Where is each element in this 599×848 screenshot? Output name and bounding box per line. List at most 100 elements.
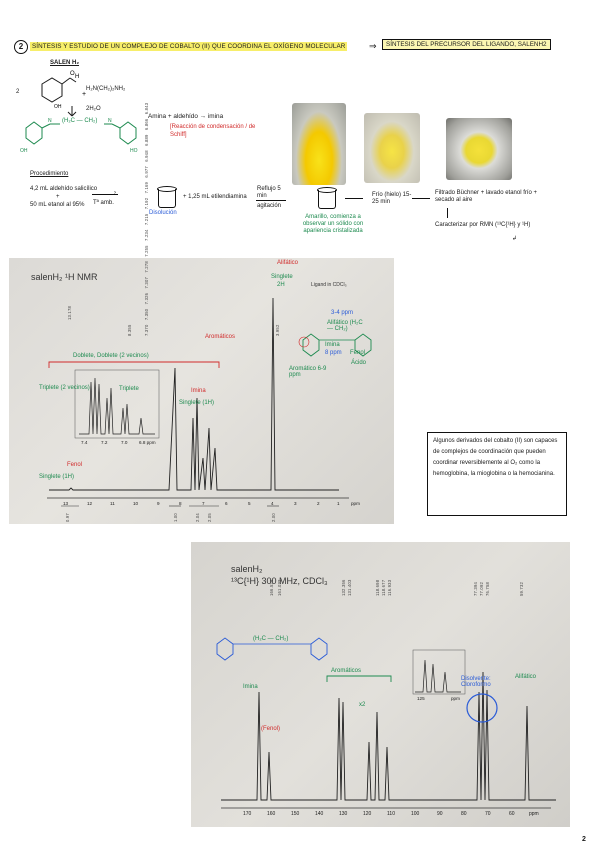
reaction-scheme-drawing: O H OH + N N OH HO xyxy=(20,71,138,154)
h-axis-tick-7: 7 xyxy=(202,501,205,506)
beaker-2-icon xyxy=(317,187,337,209)
integral-1: 0.97 xyxy=(65,513,70,522)
annotation-singlet-imine: Singlete (1H) xyxy=(179,400,215,406)
c-annotation-imine: Imina xyxy=(243,684,258,690)
c-axis-unit: ppm xyxy=(529,811,539,817)
beaker-1-label: Disolución xyxy=(149,210,177,216)
annotation-acid: Ácido xyxy=(351,360,367,366)
annotation-doublet: Doblete, Doblete (2 vecinos) xyxy=(73,353,149,359)
annotation-aliphatic-struct: Alifático (H₂C — CH₂) xyxy=(327,320,363,332)
diamine-reagent: H₂N(CH₂)₂NH₂ xyxy=(86,86,126,92)
c-axis-tick-140: 140 xyxy=(315,811,324,817)
stoich-coefficient: 2 xyxy=(16,89,20,95)
c-nmr-title-2: ¹³C{¹H} 300 MHz, CDCl₃ xyxy=(231,576,328,586)
annotation-3-4-ppm: 3-4 ppm xyxy=(331,310,354,316)
condensation-note: [Reacción de condensación / de Schiff] xyxy=(170,124,256,138)
annotation-singlet-phenol: Singlete (1H) xyxy=(39,474,75,480)
inset-tick-3: 7.0 xyxy=(121,440,128,445)
h-axis-tick-3: 3 xyxy=(294,501,297,506)
h-axis-tick-4: 4 xyxy=(271,501,274,506)
section-number: 2 xyxy=(14,40,28,54)
annotation-triplet-left: Triplete (2 vecinos) xyxy=(39,385,90,391)
filter-step: Filtrado Büchner + lavado etanol frío + … xyxy=(435,190,538,203)
c-axis-tick-100: 100 xyxy=(411,811,420,817)
inset-tick-1: 7.4 xyxy=(81,440,88,445)
beaker-2-observation: Amarillo, comienza a observar un sólido … xyxy=(302,214,364,234)
annotation-singlete-2h: Singlete xyxy=(271,274,293,280)
c-annotation-solvent: Disolvente: Cloroformo xyxy=(461,676,491,688)
annotation-imine-struct: Imina xyxy=(325,342,340,348)
c-inset-tick: 125 xyxy=(417,696,425,701)
c-axis-tick-160: 160 xyxy=(267,811,276,817)
c-annotation-aliphatic: Alifático xyxy=(515,674,537,680)
svg-text:OH: OH xyxy=(54,104,62,110)
svg-text:N: N xyxy=(48,118,52,124)
h-axis-tick-11: 11 xyxy=(110,501,115,506)
reaction-description: Amina + aldehído → imina xyxy=(148,113,224,120)
h-nmr-spectrum: salenH₂ ¹H NMR Ligand in CDCl₃ 13.178 8.… xyxy=(9,103,394,524)
annotation-aliphatic: Alifático xyxy=(277,260,299,266)
annotation-phenol-struct: Fenol xyxy=(350,350,366,356)
c-axis-tick-130: 130 xyxy=(339,811,348,817)
annotation-2h: 2H xyxy=(277,282,285,288)
reflux-label: Reflujo 5 min xyxy=(257,186,281,199)
h-axis-tick-6: 6 xyxy=(225,501,228,506)
procedure-plus: + xyxy=(56,194,60,200)
cobalt-note: Algunos derivados del cobalto (II) son c… xyxy=(427,432,567,516)
svg-text:O: O xyxy=(70,71,75,77)
arrow-5-line xyxy=(447,208,448,218)
section-title: 2 SÍNTESIS Y ESTUDIO DE UN COMPLEJO DE C… xyxy=(14,39,574,56)
integral-2: 1.00 xyxy=(173,513,178,522)
h-axis-unit: ppm xyxy=(351,501,360,506)
crystals-photo xyxy=(446,118,512,180)
precipitate-photo xyxy=(364,113,420,183)
implies-arrow: ⇒ xyxy=(369,41,377,51)
c-axis-tick-150: 150 xyxy=(291,811,300,817)
c-annotation-aromatic: Aromáticos xyxy=(331,668,362,674)
room-temp-label: Tª amb. xyxy=(93,200,114,206)
c-axis-tick-110: 110 xyxy=(387,811,395,817)
ice-step: Frío (hielo) 15-25 min xyxy=(372,192,412,205)
c-nmr-spectrum: salenH₂ ¹³C{¹H} 300 MHz, CDCl₃ 166.526 1… xyxy=(191,542,570,827)
svg-text:OH: OH xyxy=(20,148,28,154)
annotation-8-ppm: 8 ppm xyxy=(325,350,342,356)
arrow-3-line xyxy=(345,198,363,199)
svg-text:+: + xyxy=(82,91,86,98)
c-axis-tick-80: 80 xyxy=(461,811,467,817)
integral-5: 2.00 xyxy=(271,513,276,522)
h-axis-tick-5: 5 xyxy=(248,501,251,506)
h-axis-tick-1: 1 xyxy=(337,501,340,506)
h-axis-tick-9: 9 xyxy=(157,501,160,506)
boxed-subtitle: SÍNTESIS DEL PRECURSOR DEL LIGANDO, SALE… xyxy=(382,39,551,50)
c-axis-tick-170: 170 xyxy=(243,811,252,817)
arrow-1-head: › xyxy=(114,190,116,196)
c-inset-unit: ppm xyxy=(451,696,460,701)
integral-3: 2.04 xyxy=(195,513,200,522)
arrow-1-line xyxy=(92,194,118,195)
section-heading: SÍNTESIS Y ESTUDIO DE UN COMPLEJO DE COB… xyxy=(30,42,348,51)
h-axis-tick-8: 8 xyxy=(179,501,182,506)
c-axis-tick-120: 120 xyxy=(363,811,372,817)
c-axis-tick-60: 60 xyxy=(509,811,515,817)
annotation-aromatic-struct: Aromático 6-9 ppm xyxy=(289,366,327,378)
c-annotation-phenol: (Fenol) xyxy=(261,726,281,732)
annotation-imine: Imina xyxy=(191,388,206,394)
h-nmr-title: salenH₂ ¹H NMR xyxy=(31,272,98,282)
h-axis-tick-2: 2 xyxy=(317,501,320,506)
procedure-aldehyde: 4,2 mL aldehído salicílico xyxy=(30,186,98,192)
c-axis-tick-70: 70 xyxy=(485,811,491,817)
curved-arrow: ↲ xyxy=(512,236,518,242)
integral-4: 2.05 xyxy=(207,513,212,522)
h-nmr-trace xyxy=(47,297,372,507)
procedure-ethanol: 50 mL etanol al 95% xyxy=(30,202,85,208)
procedure-label: Procedimiento xyxy=(30,171,69,177)
ligand-label: SALEN H₂ xyxy=(50,60,80,66)
arrow-4-line xyxy=(412,198,430,199)
c-bridge: (H₂C — CH₂) xyxy=(253,636,289,642)
reaction-flask-photo xyxy=(292,103,346,185)
c-annotation-x2: x2 xyxy=(359,702,366,708)
annotation-triplet-right: Triplete xyxy=(119,386,139,392)
agitation-label: agitación xyxy=(257,203,282,209)
annotation-phenol: Fenol xyxy=(67,462,83,468)
page-number: 2 xyxy=(582,836,586,843)
